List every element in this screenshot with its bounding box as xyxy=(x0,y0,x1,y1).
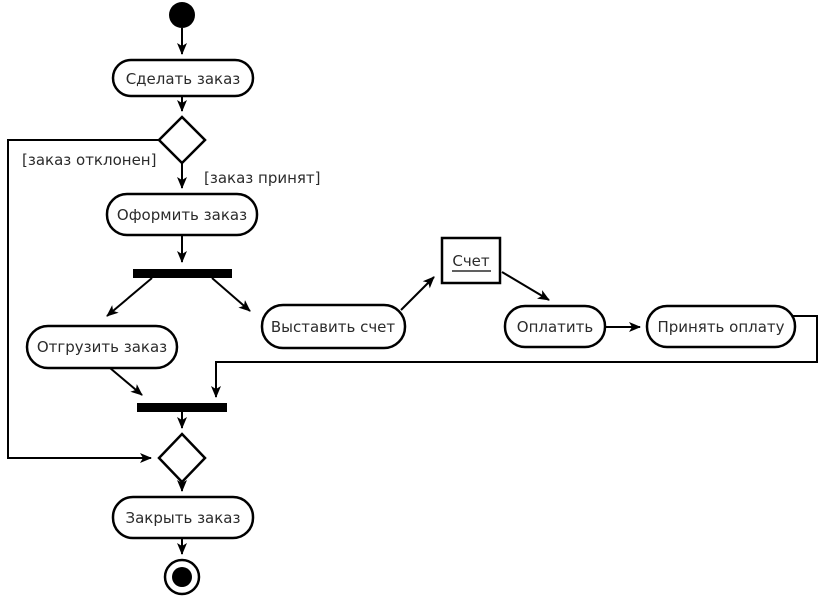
join-bar xyxy=(137,403,227,412)
activity-pay-label: Оплатить xyxy=(517,318,593,336)
activity-issue-invoice-label: Выставить счет xyxy=(271,318,396,336)
activity-accept-payment xyxy=(645,304,797,349)
object-node-invoice-label: Счет xyxy=(452,252,490,270)
activity-ship-order xyxy=(25,324,179,370)
activity-issue-invoice xyxy=(260,303,407,350)
guard-accepted-label: [заказ принят] xyxy=(204,169,321,187)
nodes: Сделать заказ [заказ отклонен] [заказ пр… xyxy=(22,2,797,596)
activity-process-order xyxy=(105,192,259,237)
decision-diamond xyxy=(157,115,207,165)
guard-rejected-label: [заказ отклонен] xyxy=(22,151,156,169)
edge-fork-to-ship-order xyxy=(106,277,153,317)
activity-ship-order-label: Отгрузить заказ xyxy=(37,338,167,356)
edge-decision-rejected-to-merge xyxy=(7,139,159,463)
activity-process-order-label: Оформить заказ xyxy=(117,206,247,224)
activity-make-order xyxy=(111,58,255,98)
object-node-invoice xyxy=(440,236,502,285)
edge-fork-to-issue-invoice xyxy=(211,277,251,312)
activity-make-order-label: Сделать заказ xyxy=(126,70,241,88)
final-node-inner-dot xyxy=(172,567,192,587)
activity-close-order-label: Закрыть заказ xyxy=(126,509,241,527)
edge-issue-invoice-to-invoice xyxy=(400,276,435,311)
edge-invoice-to-pay xyxy=(501,271,550,301)
edges xyxy=(7,28,818,555)
activity-close-order xyxy=(111,495,255,540)
merge-diamond xyxy=(157,432,207,484)
fork-bar xyxy=(133,269,232,278)
edge-accept-payment-to-join xyxy=(211,315,818,398)
initial-node xyxy=(169,2,195,28)
activity-accept-payment-label: Принять оплату xyxy=(657,318,784,336)
edge-ship-order-to-join xyxy=(109,367,143,396)
activity-pay xyxy=(503,304,607,349)
